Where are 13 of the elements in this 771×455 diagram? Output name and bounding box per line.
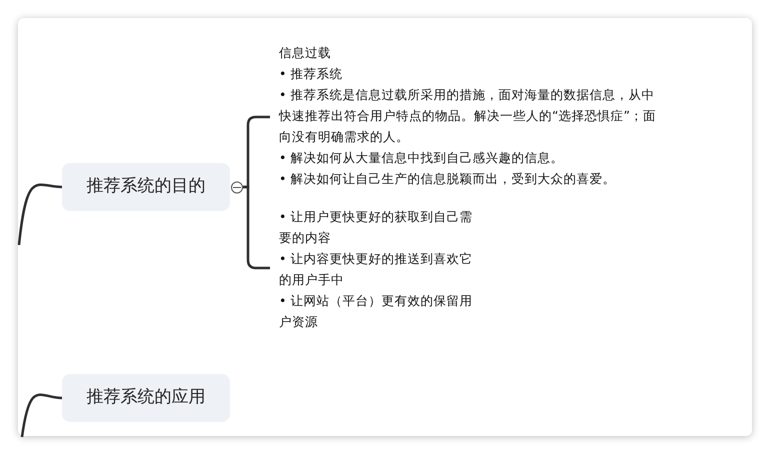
topic-box: 推荐系统的目的: [62, 163, 230, 211]
note-text: • 让用户更快更好的获取到自己需要的内容: [279, 208, 474, 247]
note-text: • 让网站（平台）更有效的保留用户资源: [279, 292, 474, 331]
bracket-line: [243, 186, 270, 270]
note-text: • 推荐系统: [279, 65, 344, 83]
note-text: • 推荐系统是信息过载所采用的措施，面对海量的数据信息，从中快速推荐出符合用户特点的物品。解决一些人的“选择恐惧症”；面向没有明确需求的人。: [279, 86, 657, 146]
topic-box: 推荐系统的应用: [62, 374, 230, 422]
branch-line: [20, 394, 62, 438]
branch-line: [18, 183, 62, 246]
note-text: • 解决如何让自己生产的信息脱颖而出，受到大众的喜爱。: [279, 170, 616, 188]
note-text: • 解决如何从大量信息中找到自己感兴趣的信息。: [279, 149, 564, 167]
note-text: • 让内容更快更好的推送到喜欢它的用户手中: [279, 250, 474, 289]
note-text: 信息过载: [279, 44, 332, 62]
